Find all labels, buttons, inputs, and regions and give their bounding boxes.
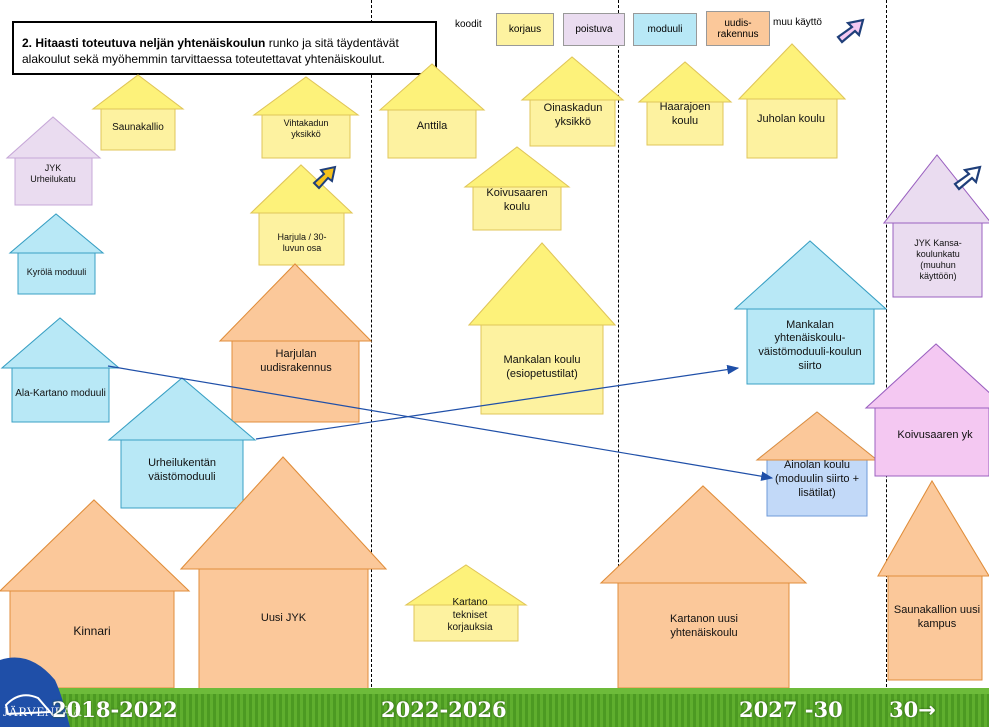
house-saunakallio: Saunakallio: [91, 74, 185, 151]
year-label-3: 2027 -30: [739, 697, 843, 722]
year-label-1: 2018-2022: [52, 697, 178, 722]
house-harjula-30: Harjula / 30- luvun osa: [249, 164, 354, 266]
label-urheilukentan: Urheilukentän väistömoduuli: [148, 457, 216, 483]
title-rest: runko ja sitä täydentävät alakoulut sekä…: [22, 36, 399, 66]
house-mankalan-yhtenaiskoulu: Mankalan yhtenäiskoulu-väistömoduuli-kou…: [733, 240, 888, 385]
house-koivusaaren-koulu: Koivusaaren koulu: [463, 146, 571, 231]
label-saunakallion-kampus: Saunakallion uusi kampus: [893, 604, 981, 630]
label-uusi-jyk: Uusi JYK: [260, 612, 307, 625]
house-kyrola: Kyrölä moduuli: [8, 213, 105, 295]
label-ainolan: Ainolan koulu (moduulin siirto + lisätil…: [774, 459, 860, 499]
diagram-title: 2. Hitaasti toteutuva neljän yhtenäiskou…: [12, 21, 437, 75]
house-vihtakadun: Vihtakadun yksikkö: [252, 76, 360, 159]
legend-uudis-text: uudis- rakennus: [717, 17, 759, 40]
arrow-urheilukentan-to-mankalan: [255, 364, 740, 440]
timeline-footer: [0, 688, 989, 727]
other-use-arrow-icon: [836, 18, 865, 44]
house-ainolan: Ainolan koulu (moduulin siirto + lisätil…: [755, 411, 879, 517]
label-koivusaaren-yk: Koivusaaren yk: [897, 429, 973, 442]
house-juholan: Juholan koulu: [737, 43, 847, 159]
legend-moduuli: moduuli: [633, 13, 697, 46]
year-label-4: 30→: [889, 697, 936, 722]
house-uusi-jyk: Uusi JYK: [179, 456, 388, 690]
house-anttila: Anttila: [378, 63, 486, 159]
house-haarajoen: Haarajoen koulu: [637, 61, 733, 146]
label-harjulan-uudis: Harjulan uudisrakennus: [260, 348, 332, 374]
legend-korjaus: korjaus: [496, 13, 554, 46]
label-juholan: Juholan koulu: [757, 113, 825, 126]
harjula-other-use-arrow-icon: [312, 165, 337, 190]
period-divider-3: [886, 0, 887, 697]
legend-uudisrakennus: uudis- rakennus: [706, 11, 770, 46]
label-kyrola: Kyrölä moduuli: [26, 267, 87, 278]
label-harjula-30: Harjula / 30- luvun osa: [277, 231, 327, 253]
label-mankalan-koulu: Mankalan koulu (esiopetustilat): [503, 354, 581, 380]
footer-band: [0, 688, 989, 694]
house-harjulan-uudis: Harjulan uudisrakennus: [218, 263, 373, 423]
title-bold: 2. Hitaasti toteutuva neljän yhtenäiskou…: [22, 36, 266, 50]
period-divider-1: [371, 0, 372, 697]
house-kartanon-uusi: Kartanon uusi yhtenäiskoulu: [599, 485, 808, 689]
period-divider-2: [618, 0, 619, 697]
city-logo-icon: [0, 657, 70, 727]
house-ala-kartano: Ala-Kartano moduuli: [0, 317, 121, 423]
house-urheilukentan: Urheilukentän väistömoduuli: [107, 377, 257, 509]
house-koivusaaren-yk: Koivusaaren yk: [864, 343, 989, 477]
house-saunakallion-kampus: Saunakallion uusi kampus: [877, 480, 989, 681]
jyk-other-use-arrow-icon: [953, 165, 982, 191]
legend-other: muu käyttö: [773, 17, 822, 28]
label-oinaskadun: Oinaskadun yksikkö: [543, 102, 603, 128]
label-jyk-urheilukatu: JYK Urheilukatu: [30, 162, 76, 184]
year-label-2: 2022-2026: [381, 697, 507, 722]
house-kinnari: Kinnari: [0, 499, 191, 689]
logo-text: JÄRVENPÄÄ: [3, 704, 83, 719]
house-jyk-kansakoulunkatu: JYK Kansa-koulunkatu (muuhun käyttöön): [882, 154, 989, 298]
house-oinaskadun: Oinaskadun yksikkö: [520, 56, 625, 147]
label-koivusaaren-koulu: Koivusaaren koulu: [486, 187, 548, 213]
house-jyk-urheilukatu: JYK Urheilukatu: [5, 116, 102, 206]
legend-poistuva: poistuva: [563, 13, 625, 46]
label-haarajoen: Haarajoen koulu: [659, 101, 711, 127]
timeline-arrow-icon: →: [918, 698, 936, 722]
label-ala-kartano: Ala-Kartano moduuli: [15, 387, 106, 399]
label-vihtakadun: Vihtakadun yksikkö: [283, 117, 329, 139]
label-kinnari: Kinnari: [73, 623, 111, 638]
label-mankalan-yhtenaiskoulu: Mankalan yhtenäiskoulu-väistömoduuli-kou…: [758, 318, 862, 372]
label-jyk-kansakoulunkatu: JYK Kansa-koulunkatu (muuhun käyttöön): [914, 237, 962, 282]
legend-heading: koodit: [455, 19, 482, 30]
label-kartano-tekniset: Kartano tekniset korjauksia: [447, 597, 493, 634]
label-kartanon-uusi: Kartanon uusi yhtenäiskoulu: [670, 613, 738, 639]
year-label-4-text: 30: [889, 697, 919, 722]
arrow-ala-kartano-to-ainola: [107, 365, 774, 481]
label-anttila: Anttila: [416, 120, 448, 133]
house-mankalan-koulu: Mankalan koulu (esiopetustilat): [467, 242, 617, 415]
house-kartano-tekniset: Kartano tekniset korjauksia: [404, 564, 528, 642]
label-saunakallio: Saunakallio: [112, 121, 164, 133]
